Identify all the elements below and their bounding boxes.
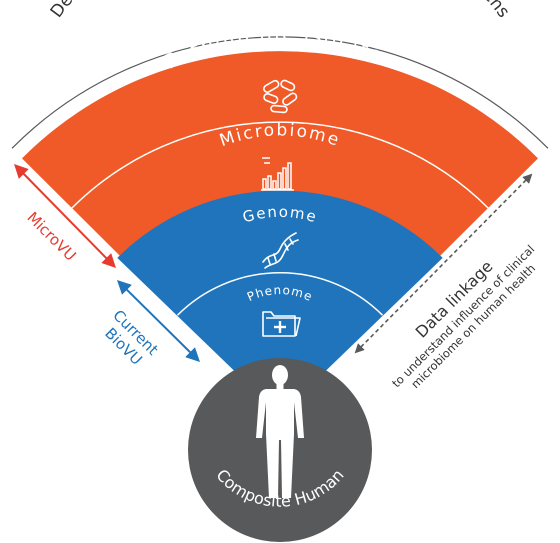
header-arc-line	[11, 36, 549, 149]
microvu-label: MicroVU	[23, 208, 79, 264]
genome-label: Genome	[241, 203, 320, 227]
microbiome-boundary	[70, 121, 490, 210]
microvu-arrow	[14, 164, 116, 268]
bacteria-icon	[263, 79, 298, 114]
composite-human-circle	[188, 358, 372, 542]
header-arc-text: De-identified data derived from discarde…	[47, 0, 514, 22]
medical-folder-icon	[262, 311, 301, 337]
current-biovu-arrow	[117, 280, 200, 362]
human-silhouette-icon	[256, 365, 304, 498]
bar-chart-icon	[261, 157, 294, 191]
phenome-label: Phenome	[245, 283, 315, 304]
dna-icon	[262, 232, 299, 269]
